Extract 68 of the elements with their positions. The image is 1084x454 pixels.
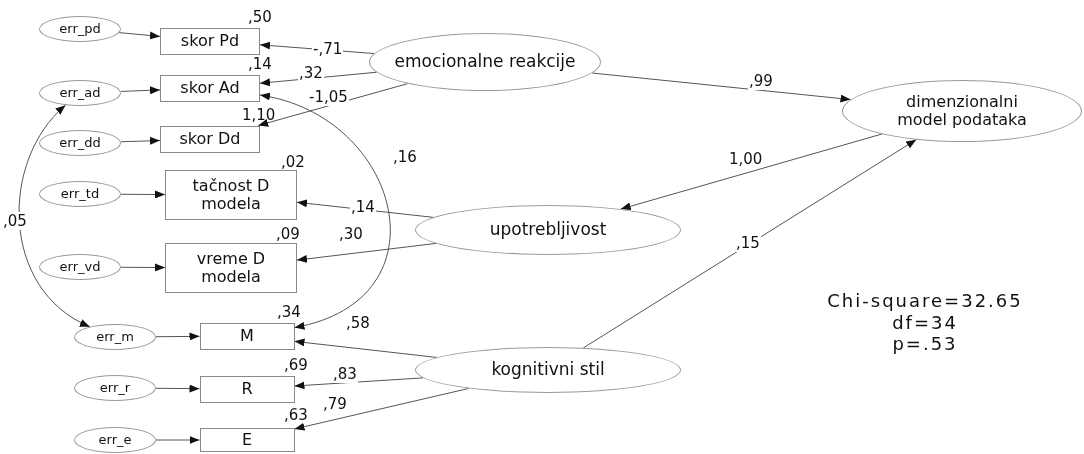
r-squared-value: ,14 [248, 55, 272, 73]
edge-label: ,30 [338, 225, 364, 243]
arrow [259, 93, 391, 329]
latent-ellipse [39, 130, 121, 156]
arrow [620, 133, 883, 211]
r-squared-value: ,50 [248, 8, 272, 26]
variable-box [160, 125, 260, 153]
node-label: err_ad [59, 85, 101, 101]
edge-label: ,05 [2, 212, 28, 230]
edge-label: 1,00 [728, 150, 764, 168]
node-label: vreme D modela [195, 249, 267, 287]
r-squared-value: ,02 [281, 153, 305, 171]
fit-statistic: df=34 [892, 311, 958, 334]
arrow [120, 190, 166, 199]
arrow [120, 263, 166, 272]
node-label: err_pd [59, 21, 101, 37]
variable-box [160, 74, 260, 102]
node-label: err_e [98, 432, 132, 448]
r-squared-value: ,09 [276, 225, 300, 243]
variable-box [199, 375, 295, 403]
r-squared-value: 1,10 [242, 106, 276, 124]
node-label: emocionalne reakcije [394, 52, 576, 72]
edge-label: ,83 [332, 365, 358, 383]
node-label: err_vd [59, 259, 101, 275]
arrow [120, 136, 161, 145]
node-label: tačnost D modela [191, 176, 271, 214]
variable-box [160, 27, 260, 55]
arrow [118, 31, 161, 40]
edge-label: ,16 [392, 148, 418, 166]
edge-label: ,15 [735, 234, 761, 252]
node-label: err_m [96, 329, 134, 345]
node-label: err_td [60, 186, 100, 202]
r-squared-value: ,69 [284, 356, 308, 374]
r-squared-value: ,63 [284, 406, 308, 424]
node-label: skor Ad [180, 78, 240, 98]
node-label: err_r [99, 380, 131, 396]
edge-label: ,79 [322, 395, 348, 413]
edge-label: ,14 [350, 198, 376, 216]
variable-box [165, 243, 297, 293]
edge-label: -1,05 [308, 88, 349, 106]
arrow [120, 86, 161, 95]
variable-box [199, 322, 295, 350]
node-label: upotrebljivost [489, 220, 607, 240]
variable-box [199, 428, 295, 452]
node-label: err_dd [59, 135, 101, 151]
edge-label: ,32 [298, 64, 324, 82]
arrow [591, 72, 851, 103]
edge-label: ,58 [345, 314, 371, 332]
arrow [18, 104, 91, 328]
fit-statistic: Chi-square=32.65 [827, 290, 1023, 312]
arrow [296, 242, 437, 263]
node-label: skor Dd [179, 129, 241, 149]
node-label: M [240, 326, 254, 346]
arrow [155, 332, 200, 341]
node-label: dimenzionalni model podataka [896, 92, 1028, 130]
node-label: E [241, 430, 253, 450]
arrow [294, 338, 438, 358]
node-label: kognitivni stil [491, 360, 605, 380]
variable-box [165, 170, 297, 220]
r-squared-value: ,34 [277, 303, 301, 321]
arrow [155, 384, 200, 393]
latent-ellipse [39, 254, 121, 280]
node-label: skor Pd [180, 31, 240, 51]
edge-label: -,71 [312, 40, 344, 58]
edge-label: ,99 [748, 72, 774, 90]
node-label: R [241, 379, 253, 399]
arrow [155, 436, 200, 444]
fit-statistic: p=.53 [892, 333, 958, 355]
